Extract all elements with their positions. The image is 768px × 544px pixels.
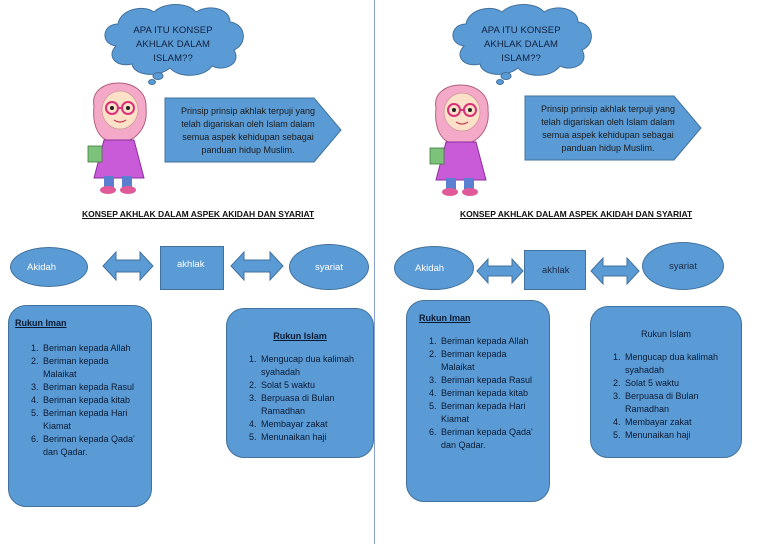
rukun-islam-box: Rukun Islam Mengucap dua kalimah syahada… <box>226 308 374 458</box>
akhlak-node: akhlak <box>160 246 224 290</box>
syariat-node: syariat <box>642 242 724 290</box>
cloud-shape <box>452 4 592 85</box>
list-item: Menunaikan haji <box>623 429 733 442</box>
akidah-node: Akidah <box>10 247 88 287</box>
rukun-islam-title: Rukun Islam <box>640 329 692 339</box>
list-item: Beriman kepada Malaikat <box>439 348 541 374</box>
list-item: Beriman kepada Hari Kiamat <box>41 407 143 433</box>
list-item: Mengucap dua kalimah syahadah <box>623 351 733 377</box>
rukun-islam-box: Rukun Islam Mengucap dua kalimah syahada… <box>590 306 742 458</box>
rukun-iman-box: Rukun Iman Beriman kepada Allah Beriman … <box>406 300 550 502</box>
list-item: Membayar zakat <box>623 416 733 429</box>
double-arrow-right <box>230 250 284 282</box>
left-panel: APA ITU KONSEP AKHLAK DALAM ISLAM?? Prin… <box>0 0 384 544</box>
double-arrow-left <box>102 250 154 282</box>
list-item: Beriman kepada Hari Kiamat <box>439 400 541 426</box>
definition-arrow: Prinsip prinsip akhlak terpuji yang tela… <box>164 97 342 163</box>
question-cloud: APA ITU KONSEP AKHLAK DALAM ISLAM?? <box>446 2 596 88</box>
list-item: Beriman kepada Allah <box>439 335 541 348</box>
list-item: Berpuasa di Bulan Ramadhan <box>259 392 365 418</box>
list-item: Beriman kepada Qada' dan Qadar. <box>439 426 541 452</box>
girl-illustration <box>426 68 496 200</box>
list-item: Solat 5 waktu <box>259 379 365 392</box>
akidah-node: Akidah <box>394 246 474 290</box>
cloud-text: APA ITU KONSEP AKHLAK DALAM ISLAM?? <box>481 25 561 64</box>
akhlak-label: akhlak <box>177 259 205 270</box>
akhlak-label: akhlak <box>542 265 570 276</box>
page-divider <box>374 0 375 544</box>
rukun-iman-box: Rukun Iman Beriman kepada Allah Beriman … <box>8 305 152 507</box>
definition-arrow: Prinsip prinsip akhlak terpuji yang tela… <box>524 95 702 161</box>
section-heading: KONSEP AKHLAK DALAM ASPEK AKIDAH DAN SYA… <box>82 209 315 219</box>
girl-illustration <box>84 66 154 198</box>
double-arrow-left <box>476 257 524 285</box>
list-item: Berpuasa di Bulan Ramadhan <box>623 390 733 416</box>
rukun-iman-list: Beriman kepada Allah Beriman kepada Mala… <box>9 342 151 459</box>
question-cloud: APA ITU KONSEP AKHLAK DALAM ISLAM?? <box>98 2 248 88</box>
syariat-node: syariat <box>289 244 369 290</box>
akhlak-node: akhlak <box>524 250 586 290</box>
list-item: Beriman kepada kitab <box>41 394 143 407</box>
list-item: Beriman kepada Allah <box>41 342 143 355</box>
list-item: Beriman kepada Malaikat <box>41 355 143 381</box>
cloud-shape <box>104 4 244 85</box>
right-panel: APA ITU KONSEP AKHLAK DALAM ISLAM?? Prin… <box>384 0 768 544</box>
list-item: Beriman kepada Rasul <box>41 381 143 394</box>
list-item: Solat 5 waktu <box>623 377 733 390</box>
rukun-iman-title: Rukun Iman <box>419 313 471 323</box>
rukun-islam-title: Rukun Islam <box>273 331 327 341</box>
list-item: Beriman kepada kitab <box>439 387 541 400</box>
section-heading: KONSEP AKHLAK DALAM ASPEK AKIDAH DAN SYA… <box>460 209 693 219</box>
rukun-islam-list: Mengucap dua kalimah syahadah Solat 5 wa… <box>591 351 741 442</box>
double-arrow-right <box>590 256 640 286</box>
list-item: Beriman kepada Qada' dan Qadar. <box>41 433 143 459</box>
list-item: Membayar zakat <box>259 418 365 431</box>
definition-text: Prinsip prinsip akhlak terpuji yang tela… <box>540 104 676 153</box>
list-item: Beriman kepada Rasul <box>439 374 541 387</box>
list-item: Menunaikan haji <box>259 431 365 444</box>
rukun-islam-list: Mengucap dua kalimah syahadah Solat 5 wa… <box>227 353 373 444</box>
cloud-text: APA ITU KONSEP AKHLAK DALAM ISLAM?? <box>133 25 213 64</box>
list-item: Mengucap dua kalimah syahadah <box>259 353 365 379</box>
rukun-iman-list: Beriman kepada Allah Beriman kepada Mala… <box>407 335 549 452</box>
rukun-iman-title: Rukun Iman <box>15 318 67 328</box>
definition-text: Prinsip prinsip akhlak terpuji yang tela… <box>180 106 316 155</box>
